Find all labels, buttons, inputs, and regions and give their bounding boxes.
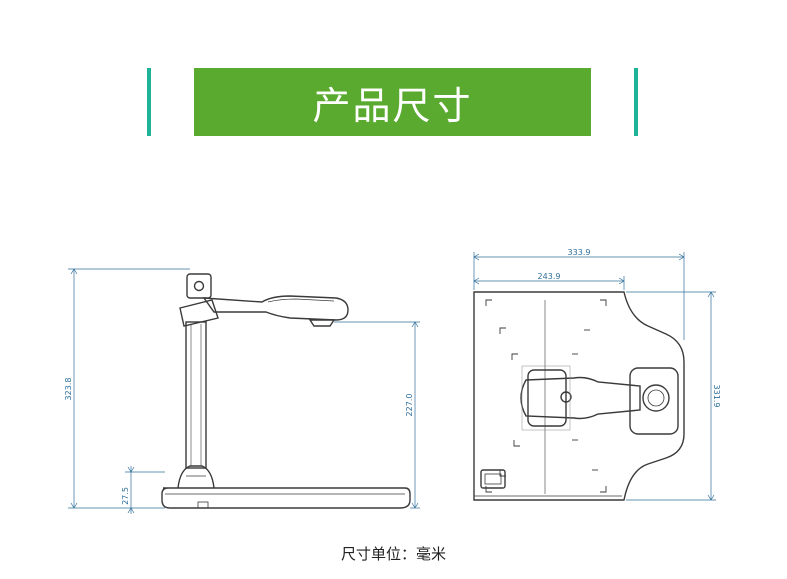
width-total-label: 333.9 [568, 248, 591, 257]
top-plate [473, 291, 685, 501]
lens-circle [560, 391, 572, 403]
camera-head [186, 273, 212, 299]
base-height-label: 27.5 [121, 487, 130, 505]
column-foot [177, 465, 215, 489]
left-accent-bar [147, 68, 151, 136]
top-arm [520, 376, 641, 420]
arm-joint [179, 299, 219, 327]
height-lens-label: 227.0 [405, 394, 414, 417]
column-circle [642, 384, 670, 412]
height-total-label: 323.8 [64, 378, 73, 401]
lens [308, 319, 336, 327]
side-view-drawing [161, 273, 411, 509]
depth-label: 331.9 [712, 385, 721, 408]
top-view-drawing [473, 291, 685, 501]
unit-note: 尺寸单位：毫米 [340, 545, 446, 563]
arm [202, 295, 349, 321]
side-base-port [197, 501, 209, 509]
plate-button [480, 469, 506, 489]
width-plate-label: 243.9 [538, 272, 561, 281]
arm-head-block [527, 369, 567, 427]
side-base [161, 487, 411, 509]
side-view-dimensions [68, 268, 420, 514]
right-accent-bar [634, 68, 638, 136]
page-title: 产品尺寸 [312, 83, 473, 128]
top-view-dimensions [473, 252, 716, 501]
title-banner: 产品尺寸 [194, 68, 591, 136]
stand-base-outline [629, 367, 679, 435]
column [185, 321, 207, 469]
